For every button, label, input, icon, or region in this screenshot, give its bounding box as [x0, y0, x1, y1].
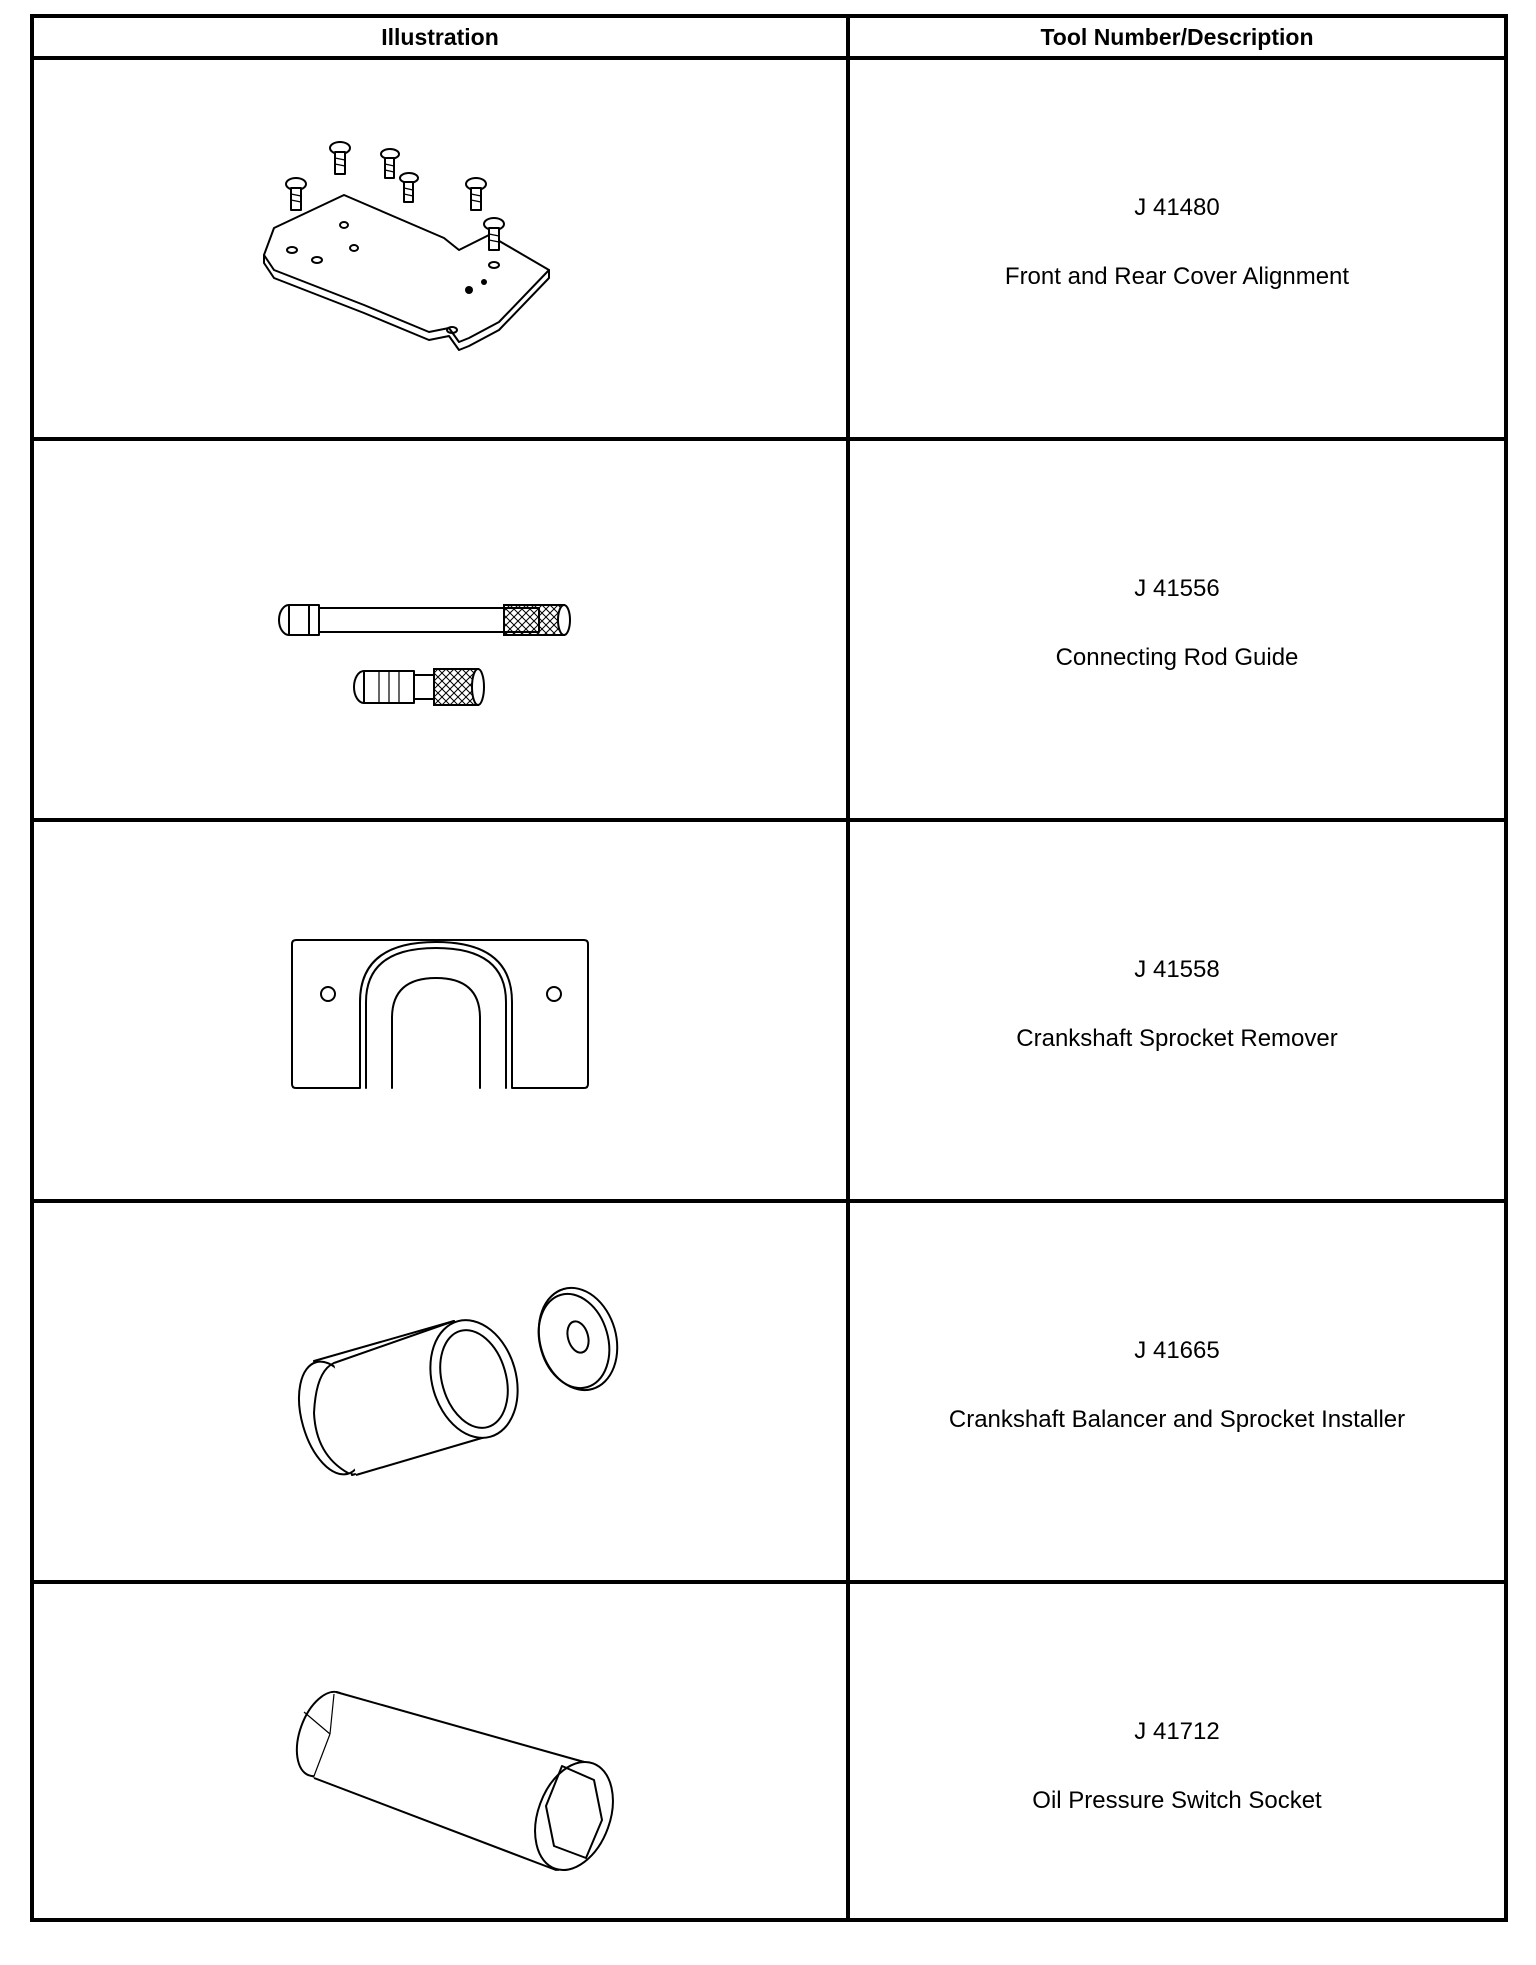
tool-number: J 41556 — [1134, 575, 1220, 602]
tool-description: Front and Rear Cover Alignment — [1004, 263, 1350, 290]
tool-number: J 41712 — [1134, 1718, 1220, 1745]
header-illustration: Illustration — [381, 24, 499, 50]
table-row: J 41556 Connecting Rod Guide — [34, 441, 1504, 822]
socket-icon — [295, 1690, 614, 1872]
tool-description: Oil Pressure Switch Socket — [1032, 1787, 1322, 1814]
illustration-cell — [34, 60, 846, 437]
description-cell: J 41712 Oil Pressure Switch Socket — [850, 1584, 1504, 1965]
table-row: J 41558 Crankshaft Sprocket Remover — [34, 822, 1504, 1203]
tool-description: Connecting Rod Guide — [1055, 644, 1299, 671]
tool-number: J 41558 — [1134, 956, 1220, 983]
tool-number: J 41480 — [1134, 194, 1220, 221]
table-row: J 41712 Oil Pressure Switch Socket — [34, 1584, 1504, 1965]
description-cell: J 41558 Crankshaft Sprocket Remover — [850, 822, 1504, 1199]
table-header: Illustration Tool Number/Description — [34, 18, 1504, 60]
table-row: J 41665 Crankshaft Balancer and Sprocket… — [34, 1203, 1504, 1584]
balancer-installer-icon — [298, 1286, 619, 1476]
tool-number: J 41665 — [1134, 1337, 1220, 1364]
description-cell: J 41665 Crankshaft Balancer and Sprocket… — [850, 1203, 1504, 1580]
table-row: J 41480 Front and Rear Cover Alignment — [34, 60, 1504, 441]
sprocket-remover-plate-icon — [291, 939, 589, 1089]
tool-description: Crankshaft Sprocket Remover — [1016, 1025, 1338, 1052]
illustration-cell — [34, 1584, 846, 1965]
tool-description: Crankshaft Balancer and Sprocket Install… — [948, 1406, 1406, 1433]
alignment-plate-with-bolts-icon — [263, 141, 550, 351]
tool-table: Illustration Tool Number/Description — [30, 14, 1508, 1922]
description-cell: J 41556 Connecting Rod Guide — [850, 441, 1504, 818]
header-tool-description: Tool Number/Description — [1040, 24, 1314, 50]
rod-guide-pins-icon — [278, 604, 571, 706]
illustration-cell — [34, 822, 846, 1199]
illustration-cell — [34, 441, 846, 818]
illustration-cell — [34, 1203, 846, 1580]
column-divider — [846, 18, 850, 1918]
description-cell: J 41480 Front and Rear Cover Alignment — [850, 60, 1504, 437]
